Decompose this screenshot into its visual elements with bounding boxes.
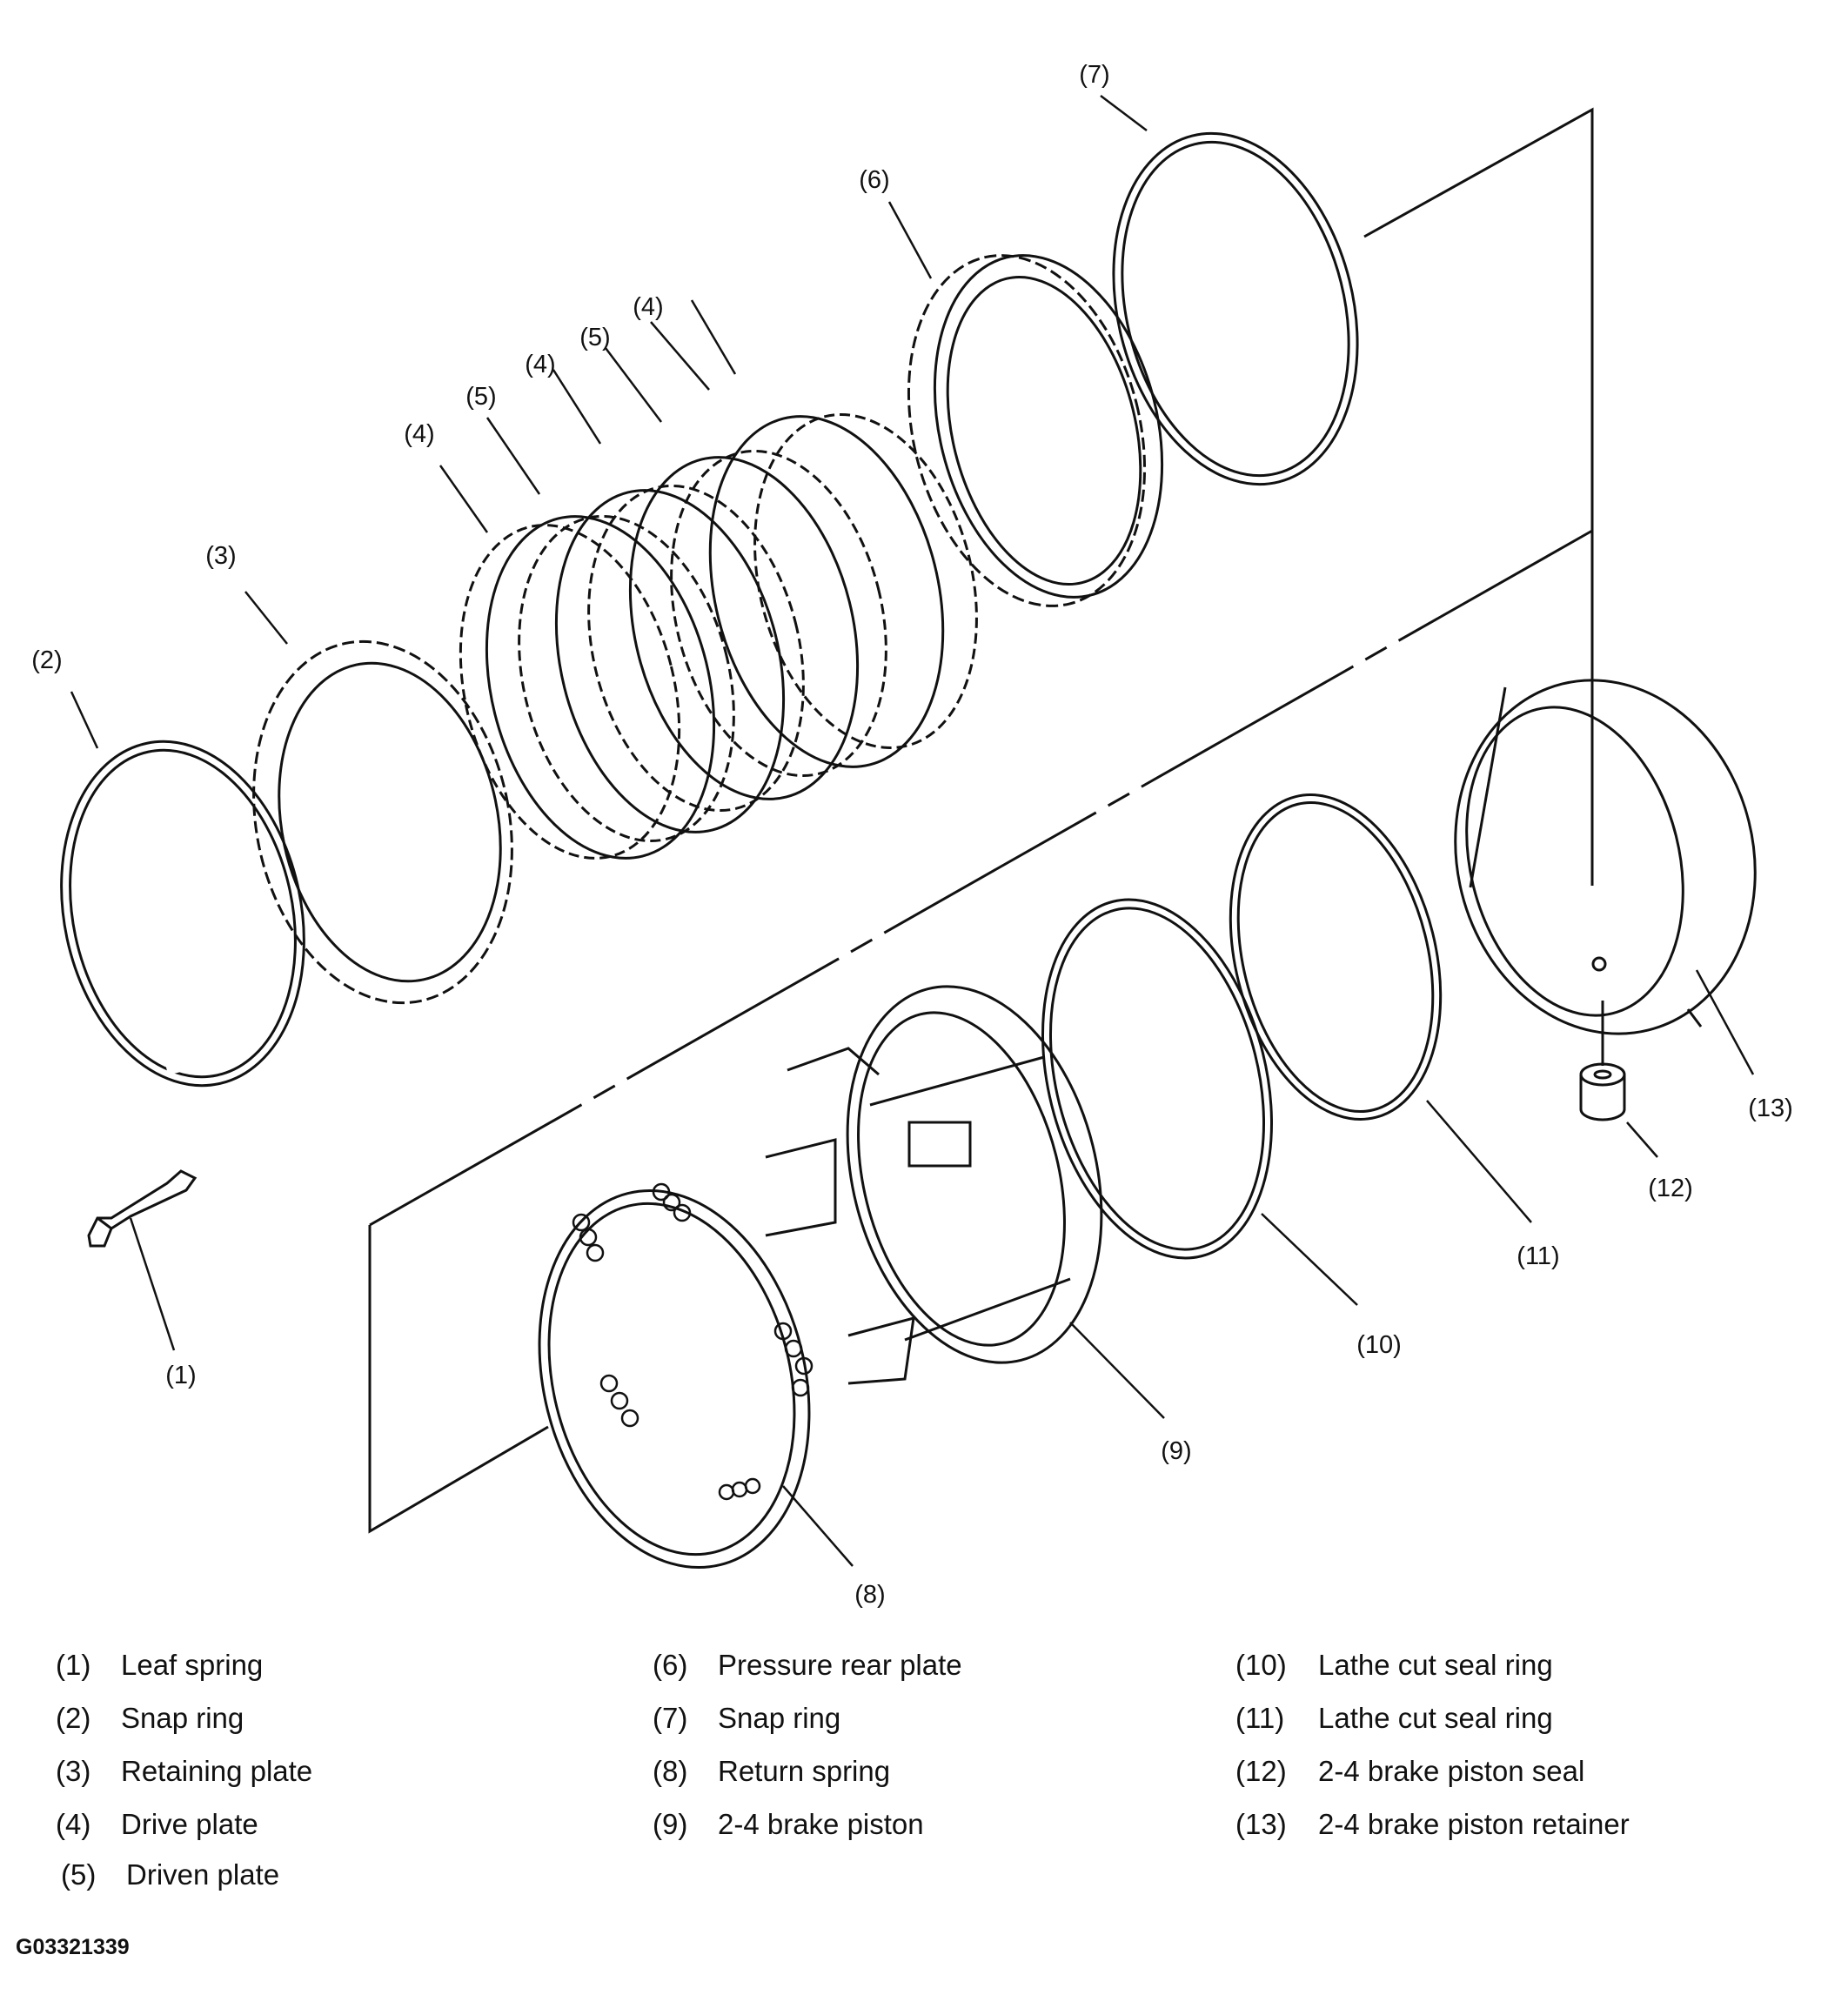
snap-ring-left-part bbox=[60, 740, 305, 1088]
legend-label: 2-4 brake piston seal bbox=[1318, 1755, 1585, 1787]
callout-8: (8) bbox=[854, 1581, 885, 1609]
callout-5b: (5) bbox=[579, 324, 610, 351]
legend-number: (4) bbox=[56, 1808, 91, 1840]
legend-label: Lathe cut seal ring bbox=[1318, 1649, 1553, 1681]
legend-label: Pressure rear plate bbox=[718, 1649, 962, 1681]
retaining-plate-part bbox=[252, 639, 513, 1005]
legend-number: (2) bbox=[56, 1702, 91, 1734]
callout-4a: (4) bbox=[404, 420, 434, 448]
legend-label: 2-4 brake piston retainer bbox=[1318, 1808, 1630, 1840]
legend-label: Retaining plate bbox=[121, 1755, 313, 1787]
legend-number: (1) bbox=[56, 1649, 91, 1681]
callout-6: (6) bbox=[859, 166, 889, 194]
legend-number: (12) bbox=[1235, 1755, 1287, 1787]
legend-number: (6) bbox=[653, 1649, 688, 1681]
legend-label: Lathe cut seal ring bbox=[1318, 1702, 1553, 1734]
legend-number: (3) bbox=[56, 1755, 91, 1787]
callout-12: (12) bbox=[1648, 1175, 1693, 1202]
callout-3: (3) bbox=[205, 542, 236, 570]
callout-4b: (4) bbox=[525, 351, 555, 378]
brake-piston-part bbox=[765, 985, 1103, 1385]
legend-label: Return spring bbox=[718, 1755, 891, 1787]
callout-labels: (1) (2) (3) (4) (5) (4) (5) (4) (6) (7) … bbox=[31, 61, 1793, 1609]
callout-2: (2) bbox=[31, 646, 62, 674]
clutch-plate-stack bbox=[459, 413, 978, 860]
legend-label: Driven plate bbox=[126, 1858, 280, 1891]
snap-ring-right-part bbox=[1112, 131, 1359, 486]
legend-label: Snap ring bbox=[718, 1702, 841, 1734]
legend-label: Leaf spring bbox=[121, 1649, 264, 1681]
callout-11: (11) bbox=[1517, 1242, 1559, 1270]
alignment-plane bbox=[368, 107, 1594, 1534]
figure-code: G03321339 bbox=[16, 1935, 130, 1959]
pressure-rear-plate-part bbox=[907, 254, 1164, 607]
legend-label: Snap ring bbox=[121, 1702, 244, 1734]
leaf-spring-part bbox=[87, 1169, 198, 1248]
callout-10: (10) bbox=[1356, 1331, 1402, 1359]
callout-13: (13) bbox=[1748, 1095, 1793, 1122]
exploded-parts-diagram: (1) (2) (3) (4) (5) (4) (5) (4) (6) (7) … bbox=[31, 61, 1793, 1609]
legend-label: 2-4 brake piston bbox=[718, 1808, 924, 1840]
lathe-cut-seal-ring-11-part bbox=[1229, 793, 1443, 1121]
legend-number: (11) bbox=[1235, 1702, 1285, 1734]
legend-number: (9) bbox=[653, 1808, 688, 1840]
brake-piston-retainer-part bbox=[1454, 679, 1757, 1035]
callout-4c: (4) bbox=[633, 293, 663, 321]
legend-number: (8) bbox=[653, 1755, 688, 1787]
legend-number: (5) bbox=[61, 1858, 97, 1891]
callout-5a: (5) bbox=[465, 383, 496, 411]
brake-piston-seal-part bbox=[1579, 1001, 1626, 1121]
legend-number: (13) bbox=[1235, 1808, 1287, 1840]
callout-9: (9) bbox=[1161, 1437, 1191, 1465]
callout-7: (7) bbox=[1079, 61, 1109, 89]
legend-number: (10) bbox=[1235, 1649, 1287, 1681]
lathe-cut-seal-ring-10-part bbox=[1041, 898, 1273, 1260]
return-spring-part bbox=[538, 1182, 814, 1570]
leader-lines bbox=[70, 95, 1755, 1567]
legend-number: (7) bbox=[653, 1702, 688, 1734]
legend-label: Drive plate bbox=[121, 1808, 258, 1840]
callout-1: (1) bbox=[165, 1362, 196, 1389]
